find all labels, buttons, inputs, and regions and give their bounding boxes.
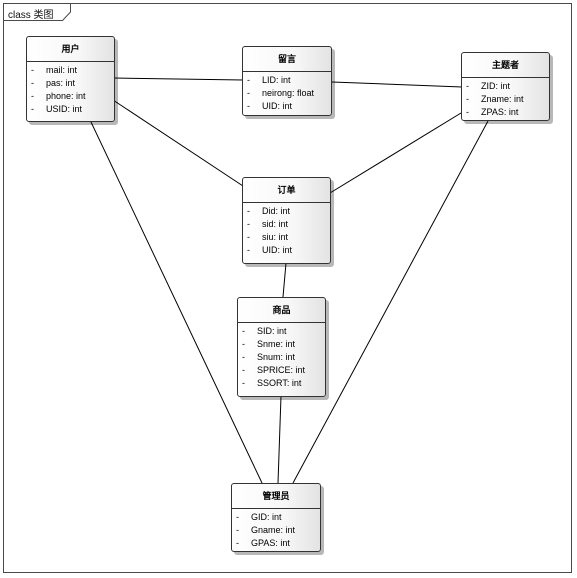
class-name: 主题者 [462,53,549,78]
assoc-yonghu-pinglun[interactable] [113,77,244,81]
attribute: -UID: int [247,101,293,111]
class-name: 管理员 [232,484,320,509]
attribute-list: -mail: int -pas: int -phone: int -USID: … [27,62,114,116]
class-name: 订单 [243,178,330,203]
attribute: -SSORT: int [242,378,302,388]
assoc-shangpin-guanliyuan[interactable] [277,395,282,484]
attribute: -phone: int [31,91,86,101]
attribute: -USID: int [31,104,83,114]
attribute: -GID: int [236,512,282,522]
attribute: -Did: int [247,206,291,216]
attribute-list: -ZID: int -Zname: int -ZPAS: int [462,78,549,119]
assoc-yonghu-guanliyuan[interactable] [90,121,263,484]
class-name: 商品 [238,298,325,323]
frame-label: class 类图 [8,10,54,21]
class-pinglun[interactable]: 留言 -LID: int -neirong: float -UID: int [242,46,332,116]
attribute: -LID: int [247,75,291,85]
class-name: 用户 [27,37,114,62]
attribute: -SPRICE: int [242,365,306,375]
assoc-zhuyeguan-guanliyuan[interactable] [292,120,489,484]
assoc-zhuyeguan-dingdan[interactable] [329,112,462,194]
attribute: -sid: int [247,219,289,229]
attribute: -Snum: int [242,352,296,362]
class-name: 留言 [243,47,331,72]
attribute: -SID: int [242,326,287,336]
class-shangpin[interactable]: 商品 -SID: int -Snme: int -Snum: int -SPRI… [237,297,326,397]
assoc-pinglun-zhuyeguan[interactable] [331,81,463,88]
class-guanliyuan[interactable]: 管理员 -GID: int -Gname: int -GPAS: int [231,483,321,552]
class-dingdan[interactable]: 订单 -Did: int -sid: int -siu: int -UID: i… [242,177,331,264]
attribute: -mail: int [31,65,78,75]
attribute-list: -LID: int -neirong: float -UID: int [243,72,331,113]
attribute: -Snme: int [242,339,296,349]
attribute: -GPAS: int [236,538,290,548]
assoc-yonghu-dingdan[interactable] [112,99,244,187]
class-yonghu[interactable]: 用户 -mail: int -pas: int -phone: int -USI… [26,36,115,122]
attribute: -ZPAS: int [466,107,519,117]
attribute: -pas: int [31,78,76,88]
attribute: -Zname: int [466,94,524,104]
frame-tab: class 类图 [3,3,73,21]
class-zhuyeguan[interactable]: 主题者 -ZID: int -Zname: int -ZPAS: int [461,52,550,121]
attribute-list: -SID: int -Snme: int -Snum: int -SPRICE:… [238,323,325,390]
attribute: -Gname: int [236,525,296,535]
assoc-dingdan-shangpin[interactable] [282,262,287,298]
attribute: -siu: int [247,232,289,242]
attribute: -neirong: float [247,88,315,98]
attribute: -UID: int [247,245,293,255]
attribute-list: -GID: int -Gname: int -GPAS: int [232,509,320,550]
attribute: -ZID: int [466,81,511,91]
frame-tab-outline [3,3,71,21]
diagram-frame [3,3,572,573]
attribute-list: -Did: int -sid: int -siu: int -UID: int [243,203,330,257]
